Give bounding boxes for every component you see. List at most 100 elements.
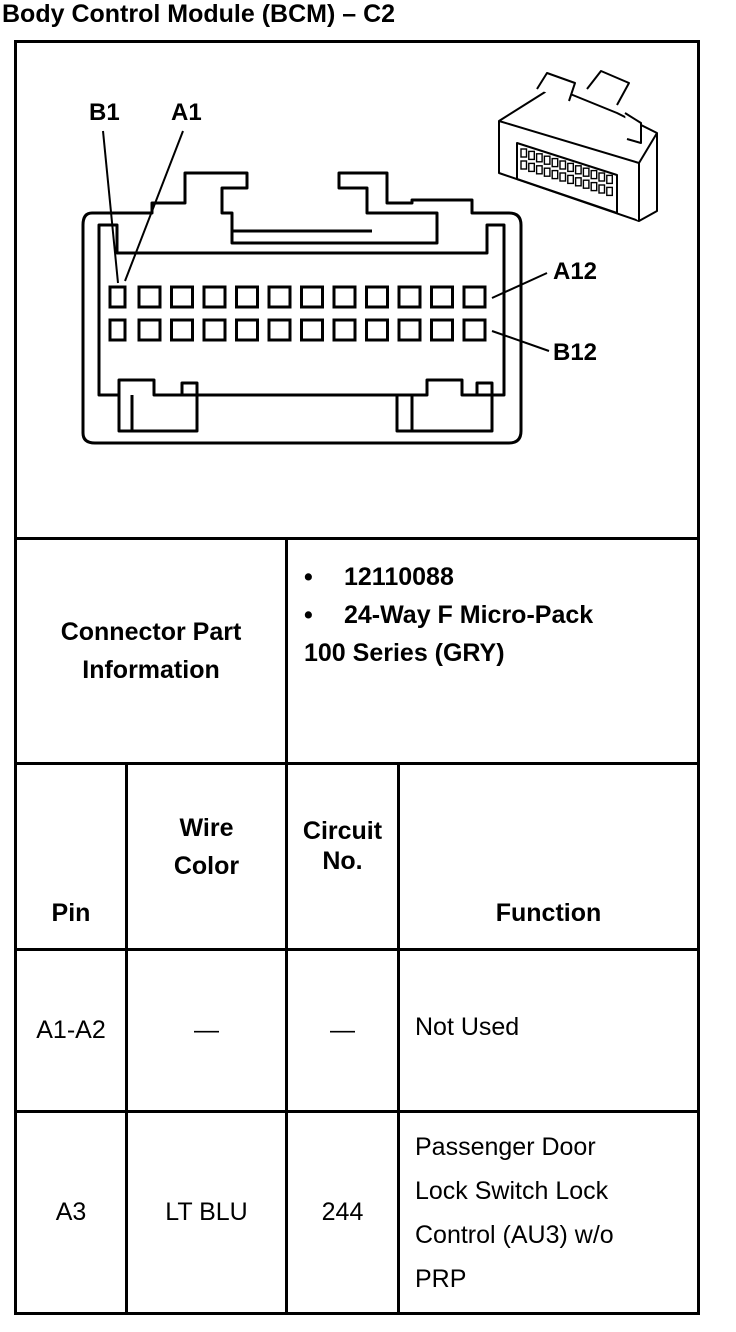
label-b1: B1 xyxy=(89,99,120,126)
divider-col-wire xyxy=(285,762,288,1312)
bullet-icon: • xyxy=(304,601,313,629)
connector-face-drawing xyxy=(81,70,658,445)
leader-b12 xyxy=(491,330,550,352)
pin-cavity-b3 xyxy=(170,318,194,342)
header-pin: Pin xyxy=(17,765,125,948)
thumb-pin-cavity xyxy=(598,172,606,182)
housing-inner-outline xyxy=(97,223,506,397)
info-description: • 24-Way F Micro-Pack xyxy=(304,596,704,634)
row1-function: Not Used xyxy=(415,1005,519,1049)
header-wire-color-line2: Color xyxy=(173,851,240,880)
row2-function-line1: Passenger Door xyxy=(415,1133,596,1161)
divider-col-pin xyxy=(125,762,128,1312)
pin-cavity-a3 xyxy=(170,285,194,309)
row2-function-line3: Control (AU3) w/o xyxy=(415,1221,614,1249)
row1-wire-color-value: — xyxy=(194,1016,219,1044)
header-wire-color: Wire Color xyxy=(128,765,285,948)
pin-cavity-b9 xyxy=(365,318,389,342)
pin-cavity-a4 xyxy=(202,285,227,309)
thumb-pin-cavity xyxy=(559,160,567,170)
thumb-pin-cavity xyxy=(528,150,535,161)
thumb-pin-cavity xyxy=(574,165,582,175)
label-a1: A1 xyxy=(171,99,202,126)
connector-info-label-line1: Connector Part xyxy=(60,618,242,646)
divider-header-rows xyxy=(17,948,697,951)
connector-info-label: Connector Part Information xyxy=(17,540,285,762)
leader-b1 xyxy=(102,130,119,284)
label-b12: B12 xyxy=(553,339,598,366)
bullet-icon: • xyxy=(304,563,313,591)
connector-isometric-icon xyxy=(498,70,658,222)
pin-cavity-a9 xyxy=(365,285,389,309)
divider-row1-row2 xyxy=(17,1110,697,1113)
pin-cavity-a6 xyxy=(267,285,292,309)
info-description-cont: 100 Series (GRY) xyxy=(304,634,704,672)
header-circuit-line1: Circuit xyxy=(302,816,383,845)
pin-cavity-a10 xyxy=(397,285,422,309)
pin-cavity-b12 xyxy=(462,318,487,342)
page-title: Body Control Module (BCM) – C2 xyxy=(2,0,396,28)
divider-info-table xyxy=(17,762,697,765)
row1-pin-value: A1-A2 xyxy=(36,1016,106,1044)
row1-circuit-value: — xyxy=(330,1016,355,1044)
pin-cavity-b11 xyxy=(430,318,454,342)
thumb-pin-cavity xyxy=(535,153,543,163)
thumb-pin-cavity xyxy=(582,167,590,177)
thumb-pin-cavity xyxy=(590,181,598,192)
pin-cavity-b2 xyxy=(137,318,162,342)
row1-function-line1: Not Used xyxy=(415,1013,520,1041)
thumb-pin-cavity xyxy=(551,169,559,180)
pin-cavity-a1 xyxy=(108,285,127,309)
leader-a12 xyxy=(491,272,548,299)
description-line2: 100 Series (GRY) xyxy=(304,639,505,667)
pin-cavity-b8 xyxy=(332,318,357,342)
bottom-latch-right xyxy=(395,381,494,433)
connector-sheet: B1 A1 A12 B12 Connector Part Information… xyxy=(14,40,700,1315)
pin-cavity-b4 xyxy=(202,318,227,342)
pin-cavity-b1 xyxy=(108,318,127,342)
header-function: Function xyxy=(400,765,697,948)
row2-pin-value: A3 xyxy=(55,1198,87,1226)
thumb-pin-cavity xyxy=(520,160,528,170)
bottom-latch-left xyxy=(117,381,199,433)
row2-function: Passenger Door Lock Switch Lock Control … xyxy=(415,1125,614,1301)
thumb-pin-cavity xyxy=(606,186,613,197)
row2-wire-color: LT BLU xyxy=(128,1113,285,1312)
connector-info-values: • 12110088 • 24-Way F Micro-Pack 100 Ser… xyxy=(304,558,704,672)
header-circuit-line2: No. xyxy=(322,846,363,875)
thumb-pin-cavity xyxy=(543,167,551,177)
pin-cavity-b6 xyxy=(267,318,292,342)
part-number: 12110088 xyxy=(344,563,454,591)
row1-pin: A1-A2 xyxy=(17,951,125,1110)
pin-cavity-a7 xyxy=(300,285,324,309)
divider-col-circuit xyxy=(397,762,400,1312)
thumb-pin-cavity xyxy=(590,169,598,180)
thumb-pin-cavity xyxy=(535,165,543,175)
header-wire-color-line1: Wire xyxy=(179,813,234,842)
row2-pin: A3 xyxy=(17,1113,125,1312)
thumb-pin-cavity xyxy=(520,148,528,158)
pin-cavity-a5 xyxy=(235,285,259,309)
header-pin-label: Pin xyxy=(51,899,91,927)
thumb-pin-cavity xyxy=(551,157,559,168)
pin-cavity-b7 xyxy=(300,318,324,342)
row2-circuit-value: 244 xyxy=(321,1198,364,1226)
thumb-pin-cavity xyxy=(567,174,574,185)
row2-function-line4: PRP xyxy=(415,1265,467,1293)
thumb-pin-cavity xyxy=(559,172,567,182)
leader-a1 xyxy=(124,130,184,282)
description-line1: 24-Way F Micro-Pack xyxy=(344,601,594,629)
pin-cavity-a8 xyxy=(332,285,357,309)
row2-function-line2: Lock Switch Lock xyxy=(415,1177,609,1205)
header-circuit-no: Circuit No. xyxy=(288,765,397,948)
pin-cavity-a2 xyxy=(137,285,162,309)
thumb-pin-cavity xyxy=(528,162,535,173)
housing-outline xyxy=(81,171,523,445)
pin-cavity-a12 xyxy=(462,285,487,309)
thumb-pin-cavity xyxy=(574,177,582,187)
connector-info-label-line2: Information xyxy=(82,656,220,684)
thumb-pin-cavity xyxy=(567,162,574,173)
row1-circuit: — xyxy=(288,951,397,1110)
connector-diagram: B1 A1 A12 B12 xyxy=(17,43,697,537)
thumb-pin-cavity xyxy=(582,179,590,189)
